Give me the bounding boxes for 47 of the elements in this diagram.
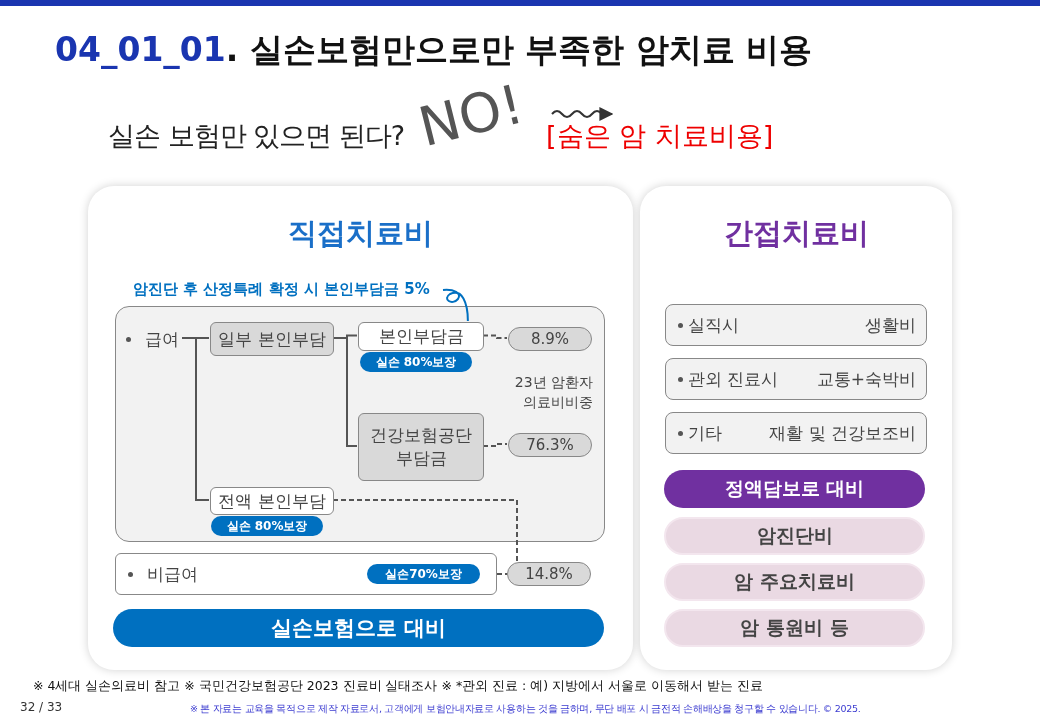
item-value: 재활 및 건강보조비 xyxy=(769,421,916,445)
benefit-bar: 암진단비 xyxy=(664,517,925,555)
card xyxy=(88,186,633,670)
question-text: 실손 보험만 있으면 된다? xyxy=(108,119,405,153)
cost-row xyxy=(665,304,927,346)
page-title: 04_01_01. 실손보험만으로만 부족한 암치료 비용 xyxy=(55,29,813,71)
summary-bar: 정액담보로 대비 xyxy=(664,470,925,508)
benefit-bar: 암 통원비 등 xyxy=(664,609,925,647)
process-box: 건강보험공단 부담금 xyxy=(358,413,484,481)
item-value: 교통+숙박비 xyxy=(816,367,916,391)
cost-row xyxy=(665,358,927,400)
summary-bar: 실손보험으로 대비 xyxy=(113,609,604,647)
benefit-bar: 암 주요치료비 xyxy=(664,563,925,601)
leader-line xyxy=(442,288,469,322)
process-box: 전액 본인부담 xyxy=(210,487,334,515)
item-label: 기타 xyxy=(688,421,722,445)
coverage-badge: 실손 80%보장 xyxy=(360,352,472,372)
item-label: 비급여 xyxy=(147,562,198,586)
percent-pill: 76.3% xyxy=(508,433,592,457)
disclaimer-text: ※ 본 자료는 교육을 목적으로 제작 자료로서, 고객에게 보험안내자료로 사용하는 것을 금하며, 무단 배포 시 금전적 손해배상을 청구할 수 있습니다. © 2025. xyxy=(190,703,861,716)
dashed-connector xyxy=(482,443,508,447)
page-number: 32 / 33 xyxy=(20,700,63,714)
item-label: 실직시 xyxy=(688,313,739,337)
percent-pill: 14.8% xyxy=(507,562,591,586)
coverage-badge: 실손 80%보장 xyxy=(211,516,323,536)
process-box: 본인부담금 xyxy=(358,322,484,351)
dashed-connector xyxy=(496,573,508,575)
category-box xyxy=(115,553,497,595)
card xyxy=(640,186,952,670)
percent-pill: 8.9% xyxy=(508,327,592,351)
annotation-text: 암진단 후 산정특례 확정 시 본인부담금 5% xyxy=(133,278,443,300)
connector-line xyxy=(181,337,210,501)
item-label: 관외 진료시 xyxy=(688,367,779,391)
item-value: 생활비 xyxy=(865,313,916,337)
coverage-badge: 실손70%보장 xyxy=(367,564,480,584)
section-heading: 간접치료비 xyxy=(722,215,870,252)
dashed-connector xyxy=(332,499,518,563)
process-box: 일부 본인부담 xyxy=(210,322,334,356)
cost-row xyxy=(665,412,927,454)
panel-background xyxy=(115,306,605,542)
section-heading: 직접치료비 xyxy=(287,215,434,252)
footnote-text: ※ 4세대 실손의료비 참고 ※ 국민건강보험공단 2023 진료비 실태조사 ※ *관외 진료 : 예) 지방에서 서울로 이동해서 받는 진료 xyxy=(33,678,764,695)
item-label: 급여 xyxy=(145,327,179,351)
chart-note: 23년 암환자 의료비비중 xyxy=(513,373,593,412)
hidden-cost-text: [숨은 암 치료비용] xyxy=(546,119,774,153)
exclamation-text: NO! xyxy=(412,72,530,159)
dashed-connector xyxy=(482,334,508,339)
